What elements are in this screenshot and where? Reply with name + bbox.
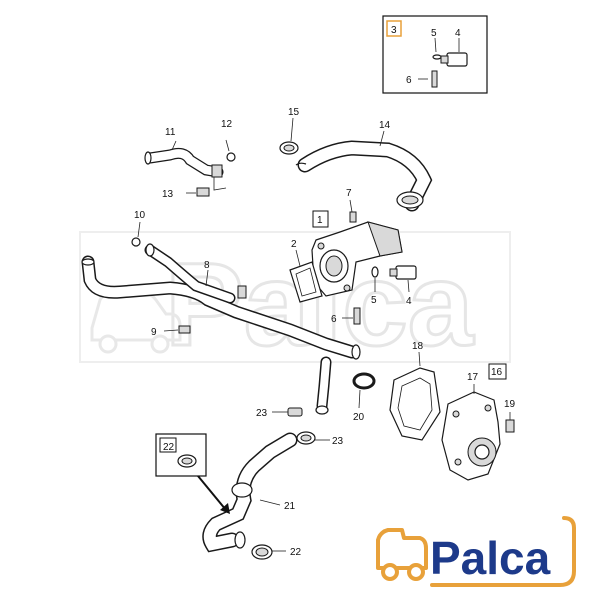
callout-4-top: 4 (455, 28, 461, 39)
part-6-pin (342, 307, 361, 325)
brand-name: Palca (430, 532, 551, 584)
part-16-box-marker (488, 363, 507, 380)
part-12-clip (225, 139, 236, 162)
part-15-clamp (279, 117, 299, 155)
part-8-coolant-pipe (81, 243, 361, 415)
callout-6-top: 6 (406, 75, 412, 86)
part-21-hose (202, 432, 298, 553)
part-5-o-ring (371, 266, 379, 292)
part-6-pin-small (431, 70, 438, 88)
part-10-clip (131, 221, 141, 247)
callout-17: 17 (467, 372, 479, 383)
callout-3: 3 (391, 25, 397, 36)
callout-2: 2 (291, 239, 297, 250)
callout-19: 19 (504, 399, 516, 410)
watermark-frame (79, 231, 511, 363)
part-1-thermostat-housing (311, 210, 403, 297)
callout-5: 5 (371, 295, 377, 306)
watermark: Palca (79, 231, 511, 373)
part-7-screw (349, 199, 357, 223)
part-22-clamp (251, 544, 286, 560)
truck-icon (376, 528, 428, 581)
detail-arrow-head (220, 503, 230, 514)
callout-21: 21 (284, 501, 296, 512)
part-11-hose (144, 140, 227, 191)
part-13-screw (186, 187, 210, 197)
part-3-box-marker (386, 20, 402, 37)
logo-swoosh (430, 516, 576, 587)
part-4-sensor-small (446, 52, 468, 67)
callout-23-top: 23 (256, 408, 268, 419)
part-9-screw (163, 325, 191, 334)
part-22-box-marker (159, 437, 177, 453)
callout-10: 10 (134, 210, 146, 221)
callout-4: 4 (406, 296, 412, 307)
part-23-clamp-top (272, 407, 303, 417)
callout-8: 8 (204, 260, 210, 271)
callout-7: 7 (346, 188, 352, 199)
callout-12: 12 (221, 119, 233, 130)
part-2-gasket (289, 249, 323, 303)
callout-23-bottom: 23 (332, 436, 344, 447)
callout-16: 16 (491, 367, 503, 378)
callout-22: 22 (290, 547, 302, 558)
part-4-sensor (389, 265, 417, 293)
part-5-o-ring-small (432, 54, 442, 60)
part-14-hose (295, 130, 433, 212)
detail-arrow-line (197, 475, 227, 511)
callout-15: 15 (288, 107, 300, 118)
part-20-o-ring (352, 372, 376, 409)
part-17-water-pump (441, 363, 507, 481)
part-18-gasket (389, 351, 441, 441)
callout-5-top: 5 (431, 28, 437, 39)
callout-1: 1 (317, 215, 323, 226)
callout-14: 14 (379, 120, 391, 131)
callout-20: 20 (353, 412, 365, 423)
part-22-detail (155, 433, 230, 514)
callout-11: 11 (165, 127, 176, 138)
part-1-box-marker (312, 210, 329, 228)
part-23-clamp-bottom (296, 431, 330, 445)
palca-logo: Palca (376, 516, 576, 587)
callout-13: 13 (162, 189, 174, 200)
callout-6: 6 (331, 314, 337, 325)
callout-18: 18 (412, 341, 424, 352)
part-19-screw (505, 412, 515, 433)
part-3-assembly (382, 15, 488, 94)
callout-9: 9 (151, 327, 157, 338)
callout-22-box: 22 (163, 442, 175, 453)
